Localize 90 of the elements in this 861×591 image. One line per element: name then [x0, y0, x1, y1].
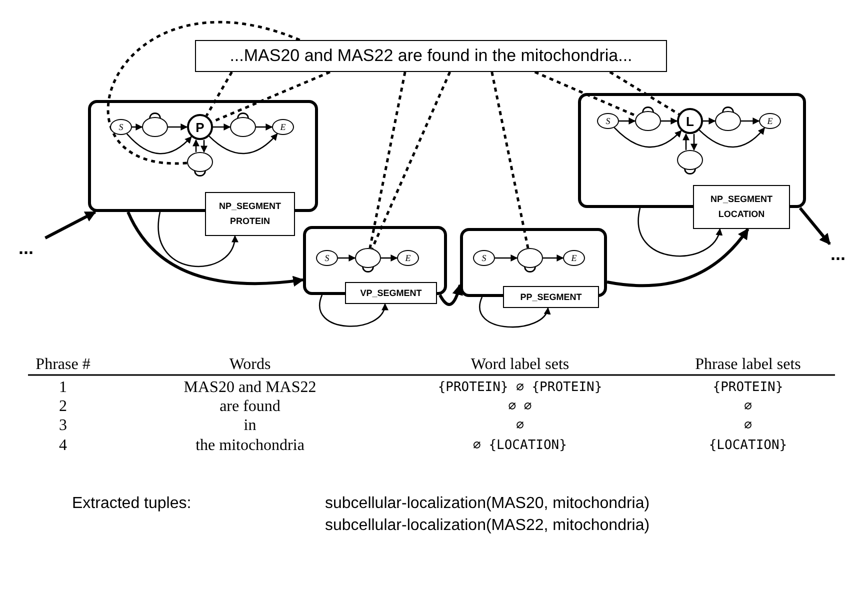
tuple-text: subcellular-localization(MAS20, mitochondria) [325, 495, 650, 513]
column-header: Word label sets [470, 356, 570, 374]
table-cell: {LOCATION} [708, 437, 788, 455]
segment-label-box [503, 286, 599, 308]
segment-label: PP_SEGMENT [520, 290, 582, 304]
table-cell: in [244, 417, 256, 435]
state-circle: S [473, 250, 495, 266]
arrow [338, 254, 356, 262]
dotted-link [371, 72, 452, 250]
table-cell: ∅ [744, 398, 752, 416]
arrow [168, 124, 188, 130]
state-circle: P [187, 114, 213, 140]
table-cell: 3 [59, 417, 67, 435]
state-circle: E [759, 113, 781, 129]
state-circle: E [397, 250, 419, 266]
arrow [690, 134, 698, 151]
dotted-link [490, 72, 530, 248]
dotted-link [205, 71, 233, 116]
dotted-link [108, 21, 300, 164]
state-circle: S [110, 119, 132, 135]
dotted-link [609, 70, 680, 116]
ellipsis-text: ... [6, 238, 46, 258]
segment-label-box [693, 185, 790, 229]
arrow [798, 207, 831, 245]
dotted-link [368, 72, 406, 248]
arrow [126, 211, 304, 286]
table-cell: ∅ {LOCATION} [473, 437, 567, 455]
arrow [158, 212, 238, 267]
segment-label-box [205, 192, 295, 236]
state-circle [715, 111, 741, 131]
state-circle [187, 152, 213, 172]
ellipsis-text: ... [818, 244, 858, 264]
state-circle: E [563, 250, 585, 266]
state-circle [230, 117, 256, 137]
state-circle: E [272, 119, 294, 135]
column-header: Phrase # [36, 356, 90, 374]
table-cell: 2 [59, 398, 67, 416]
arrow [703, 118, 716, 124]
arrow [698, 127, 765, 148]
row-label: Extracted tuples: [72, 495, 192, 513]
arrow [741, 118, 760, 124]
arrow [44, 210, 96, 240]
table-cell: {PROTEIN} ∅ {PROTEIN} [438, 379, 602, 397]
arrow [319, 294, 388, 327]
arrow [213, 124, 231, 130]
table-cell: 1 [59, 379, 67, 397]
state-circle [142, 117, 168, 137]
column-header: Phrase label sets [695, 356, 801, 374]
arrow [200, 140, 208, 153]
tuple-text: subcellular-localization(MAS22, mitochondria) [325, 517, 650, 535]
arrow [619, 118, 636, 124]
arrow [614, 127, 682, 148]
arrow [543, 254, 564, 262]
arrow [638, 208, 722, 257]
table-cell: ∅ [744, 417, 752, 435]
state-circle [635, 111, 661, 131]
arrow [126, 133, 192, 154]
dotted-link [534, 70, 638, 118]
table-cell: {PROTEIN} [712, 379, 784, 397]
state-circle: S [316, 250, 338, 266]
segment-label: VP_SEGMENT [360, 286, 422, 300]
arrow [479, 296, 550, 328]
state-circle [677, 150, 703, 170]
segment-label: PROTEIN [230, 215, 270, 228]
segment-label: LOCATION [718, 208, 765, 221]
table-cell: ∅ ∅ [508, 398, 532, 416]
arrow [256, 124, 273, 130]
state-circle [355, 248, 381, 268]
table-cell: the mitochondria [196, 437, 304, 455]
segment-label: NP_SEGMENT [218, 200, 281, 213]
segment-label-box [345, 282, 437, 304]
column-header: Words [229, 356, 271, 374]
table-cell: 4 [59, 437, 67, 455]
arrow [495, 254, 518, 262]
arrow [682, 133, 690, 150]
segment-label: NP_SEGMENT [710, 193, 772, 206]
arrow [208, 133, 278, 154]
state-circle: S [597, 113, 619, 129]
arrow [606, 228, 750, 288]
table-cell: ∅ [516, 417, 524, 435]
sentence-box: ...MAS20 and MAS22 are found in the mitochondria... [195, 40, 667, 72]
arrow [192, 139, 200, 152]
state-circle: L [677, 108, 703, 134]
arrow [661, 118, 678, 124]
table-cell: are found [220, 398, 280, 416]
arrow [438, 284, 463, 306]
state-circle [517, 248, 543, 268]
table-cell: MAS20 and MAS22 [184, 379, 316, 397]
arrow [381, 254, 398, 262]
arrow [132, 124, 143, 130]
